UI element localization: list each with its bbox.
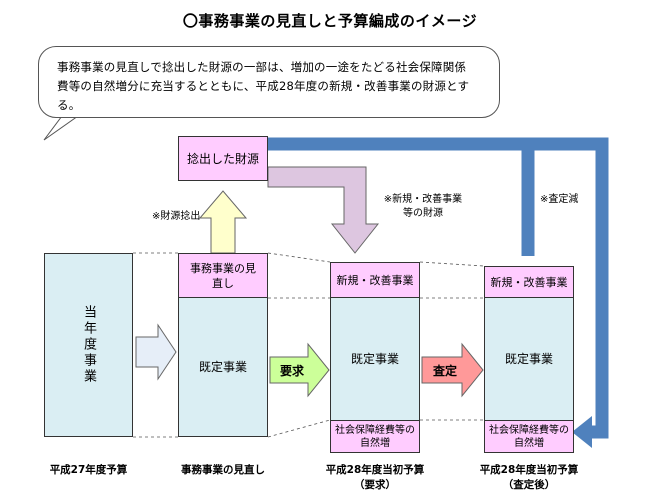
existing-projects-label-3: 既定事業 <box>504 352 553 366</box>
existing-projects-box-1: 既定事業 <box>178 297 268 437</box>
social-security-label-1: 社会保障経費等の自然増 <box>335 424 415 449</box>
request-arrow <box>269 342 330 398</box>
current-projects-label: 当年度事業 <box>81 305 96 385</box>
social-security-box-2: 社会保障経費等の自然増 <box>484 420 574 453</box>
new-projects-box-1: 新規・改善事業 <box>330 262 420 298</box>
caption-fy28-final-line-1: 平成28年度当初予算 <box>479 464 579 476</box>
assessment-flow-arrow-body <box>268 137 609 439</box>
current-projects-box: 当年度事業 <box>44 253 133 437</box>
request-arrow-label: 要求 <box>279 364 304 378</box>
new-projects-label-1: 新規・改善事業 <box>336 273 414 287</box>
note-bubble: 事務事業の見直しで捻出した財源の一部は、増加の一途をたどる社会保障関係 費等の自… <box>38 46 500 118</box>
existing-projects-box-3: 既定事業 <box>484 297 574 421</box>
existing-projects-label-2: 既定事業 <box>350 352 399 366</box>
caption-fy28-request-line-1: 平成28年度当初予算 <box>325 464 425 476</box>
caption-fy28-request-line-2: （要求） <box>354 479 396 491</box>
new-projects-box-2: 新規・改善事業 <box>484 266 574 298</box>
note-line-2: 費等の自然増分に充当するとともに、平成28年度の新規・改善事業の財源とする。 <box>57 79 470 112</box>
assessment-flow-arrowhead <box>572 416 592 448</box>
caption-fy28-final: 平成28年度当初予算 （査定後） <box>464 463 594 493</box>
new-project-funds-arrow <box>267 166 380 254</box>
social-security-box-1: 社会保障経費等の自然増 <box>330 420 420 453</box>
caption-fy28-request: 平成28年度当初予算 （要求） <box>310 463 440 493</box>
new-projects-label-2: 新規・改善事業 <box>490 275 568 289</box>
assessment-arrow <box>421 342 484 398</box>
existing-projects-label-1: 既定事業 <box>198 360 247 374</box>
caption-fy28-final-line-2: （査定後） <box>502 479 556 491</box>
caption-review: 事務事業の見直し <box>181 464 265 476</box>
note-bubble-tail <box>43 115 80 141</box>
extracted-funds-label: 捻出した財源 <box>186 151 259 166</box>
note-line-1: 事務事業の見直しで捻出した財源の一部は、増加の一途をたどる社会保障関係 <box>57 60 467 74</box>
dashed-guides <box>133 252 485 438</box>
social-security-label-2: 社会保障経費等の自然増 <box>489 424 569 449</box>
transition-arrow <box>135 323 177 381</box>
extracted-funds-box: 捻出した財源 <box>178 136 268 181</box>
new-project-funds-note: ※新規・改善事業 等の財源 <box>378 193 468 221</box>
review-label: 事務事業の見直し <box>190 261 256 290</box>
assessment-arrow-label: 査定 <box>432 364 457 378</box>
fund-extraction-note: ※財源捻出 <box>152 211 201 222</box>
new-project-funds-note-line-1: ※新規・改善事業 <box>383 194 463 205</box>
new-project-funds-note-line-2: 等の財源 <box>403 208 443 219</box>
caption-fy27: 平成27年度予算 <box>49 464 128 476</box>
page-title: 〇事務事業の見直しと予算編成のイメージ <box>182 12 478 30</box>
review-box: 事務事業の見直し <box>178 253 268 298</box>
fund-extraction-arrow <box>198 190 248 254</box>
assessment-reduction-note: ※査定減 <box>540 194 579 205</box>
existing-projects-box-2: 既定事業 <box>330 297 420 421</box>
